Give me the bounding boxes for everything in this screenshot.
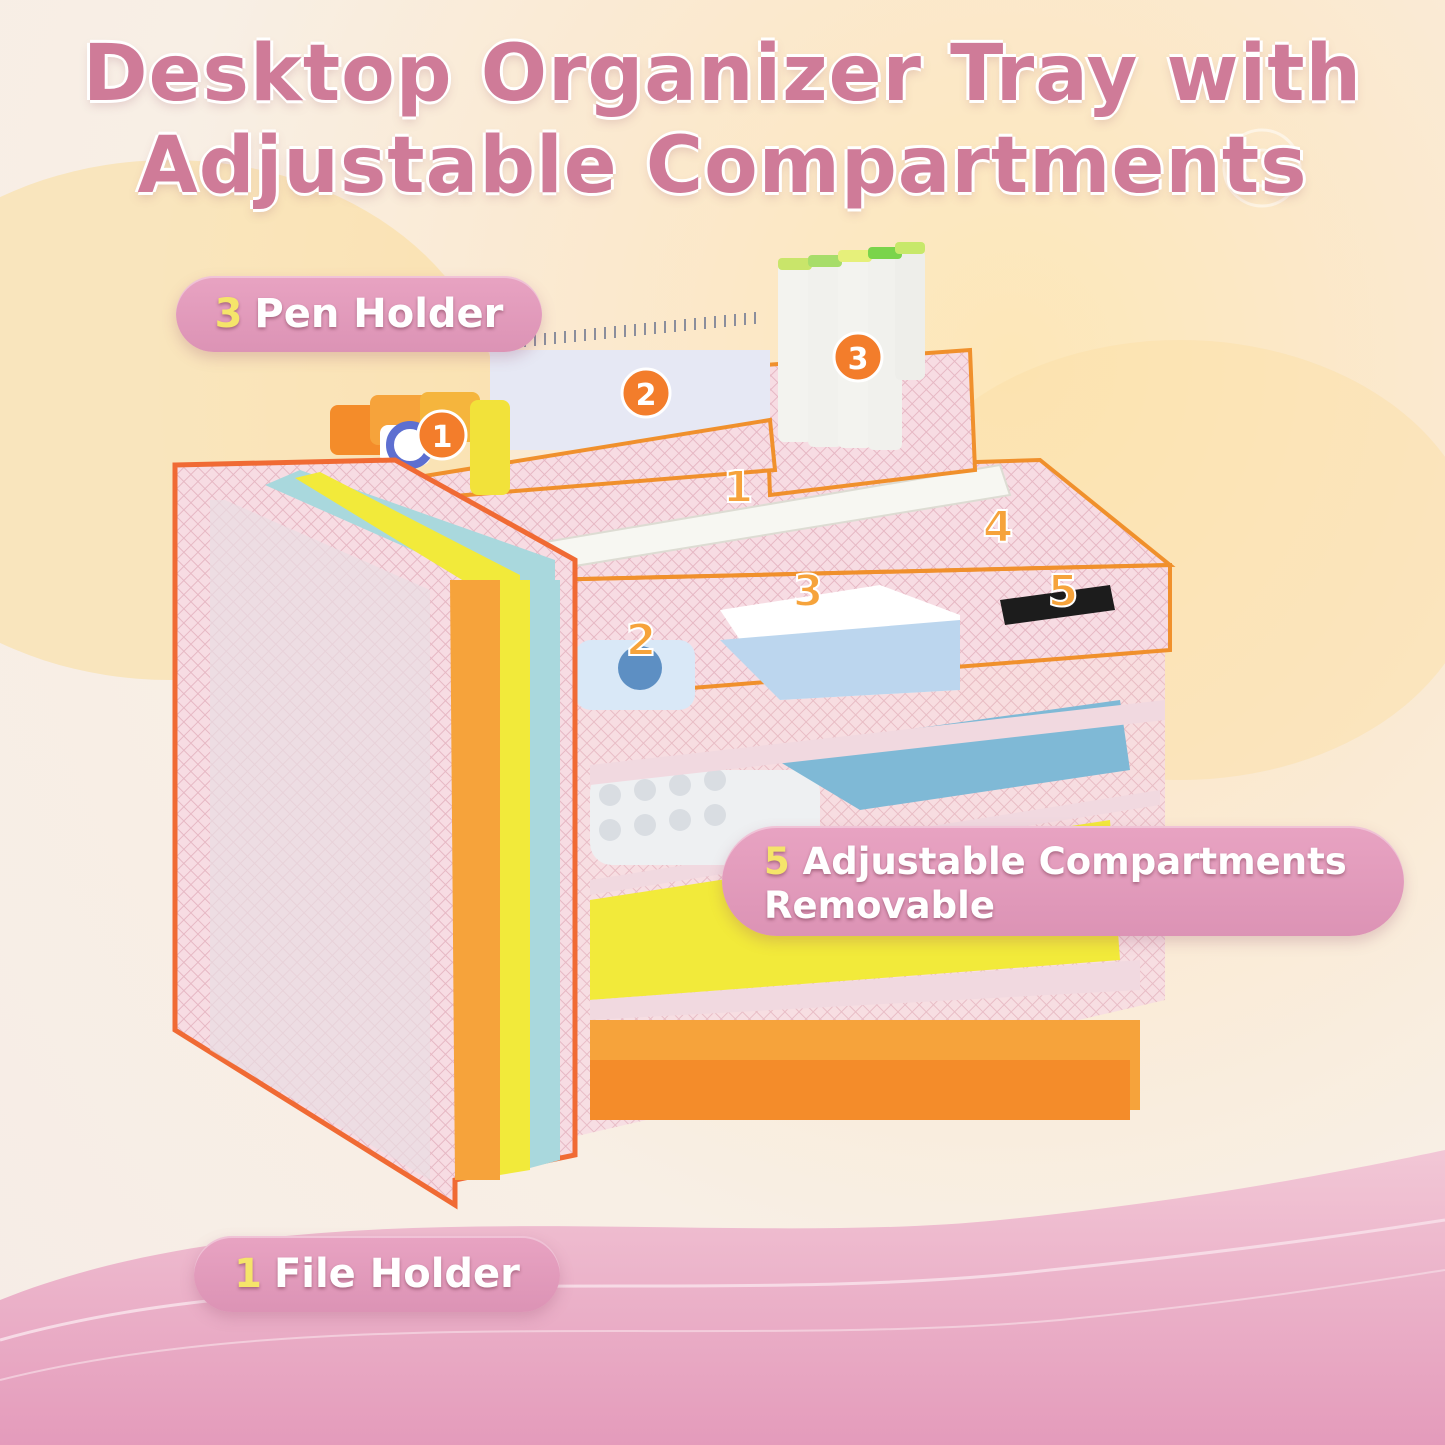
pen-holder-count: 3 — [214, 291, 243, 337]
marker-tray-1: 1 — [723, 462, 754, 513]
compartments-label-line2: Removable — [764, 884, 995, 927]
marker-top-3: 3 — [832, 331, 884, 383]
marker-top-3-label: 3 — [848, 342, 869, 377]
compartment-markers: 1 2 3 1 2 3 4 5 — [416, 331, 1079, 667]
marker-top-1-label: 1 — [432, 420, 453, 455]
file-holder-label: File Holder — [273, 1251, 520, 1297]
title-line-1: Desktop Organizer Tray with — [82, 29, 1363, 119]
page-title: Desktop Organizer Tray with Adjustable C… — [0, 28, 1445, 212]
marker-top-2: 2 — [620, 367, 672, 419]
marker-tray-2: 2 — [626, 615, 657, 666]
marker-tray-3: 3 — [793, 566, 824, 617]
marker-top-1: 1 — [416, 409, 468, 461]
marker-top-2-label: 2 — [636, 378, 657, 413]
marker-tray-4: 4 — [983, 502, 1014, 553]
pen-holder-label: Pen Holder — [254, 291, 504, 337]
title-line-2: Adjustable Compartments — [137, 121, 1308, 211]
pen-holder-callout: 3 Pen Holder — [176, 276, 542, 352]
compartments-count: 5 — [764, 840, 790, 883]
top-compartments — [394, 457, 1176, 710]
marker-tray-5: 5 — [1048, 566, 1079, 617]
file-holder — [172, 457, 578, 1210]
compartments-callout: 5 Adjustable Compartments Removable — [722, 826, 1404, 936]
file-holder-count: 1 — [234, 1251, 262, 1297]
compartments-label: Adjustable Compartments — [802, 840, 1347, 883]
file-holder-callout: 1 File Holder — [194, 1236, 560, 1312]
